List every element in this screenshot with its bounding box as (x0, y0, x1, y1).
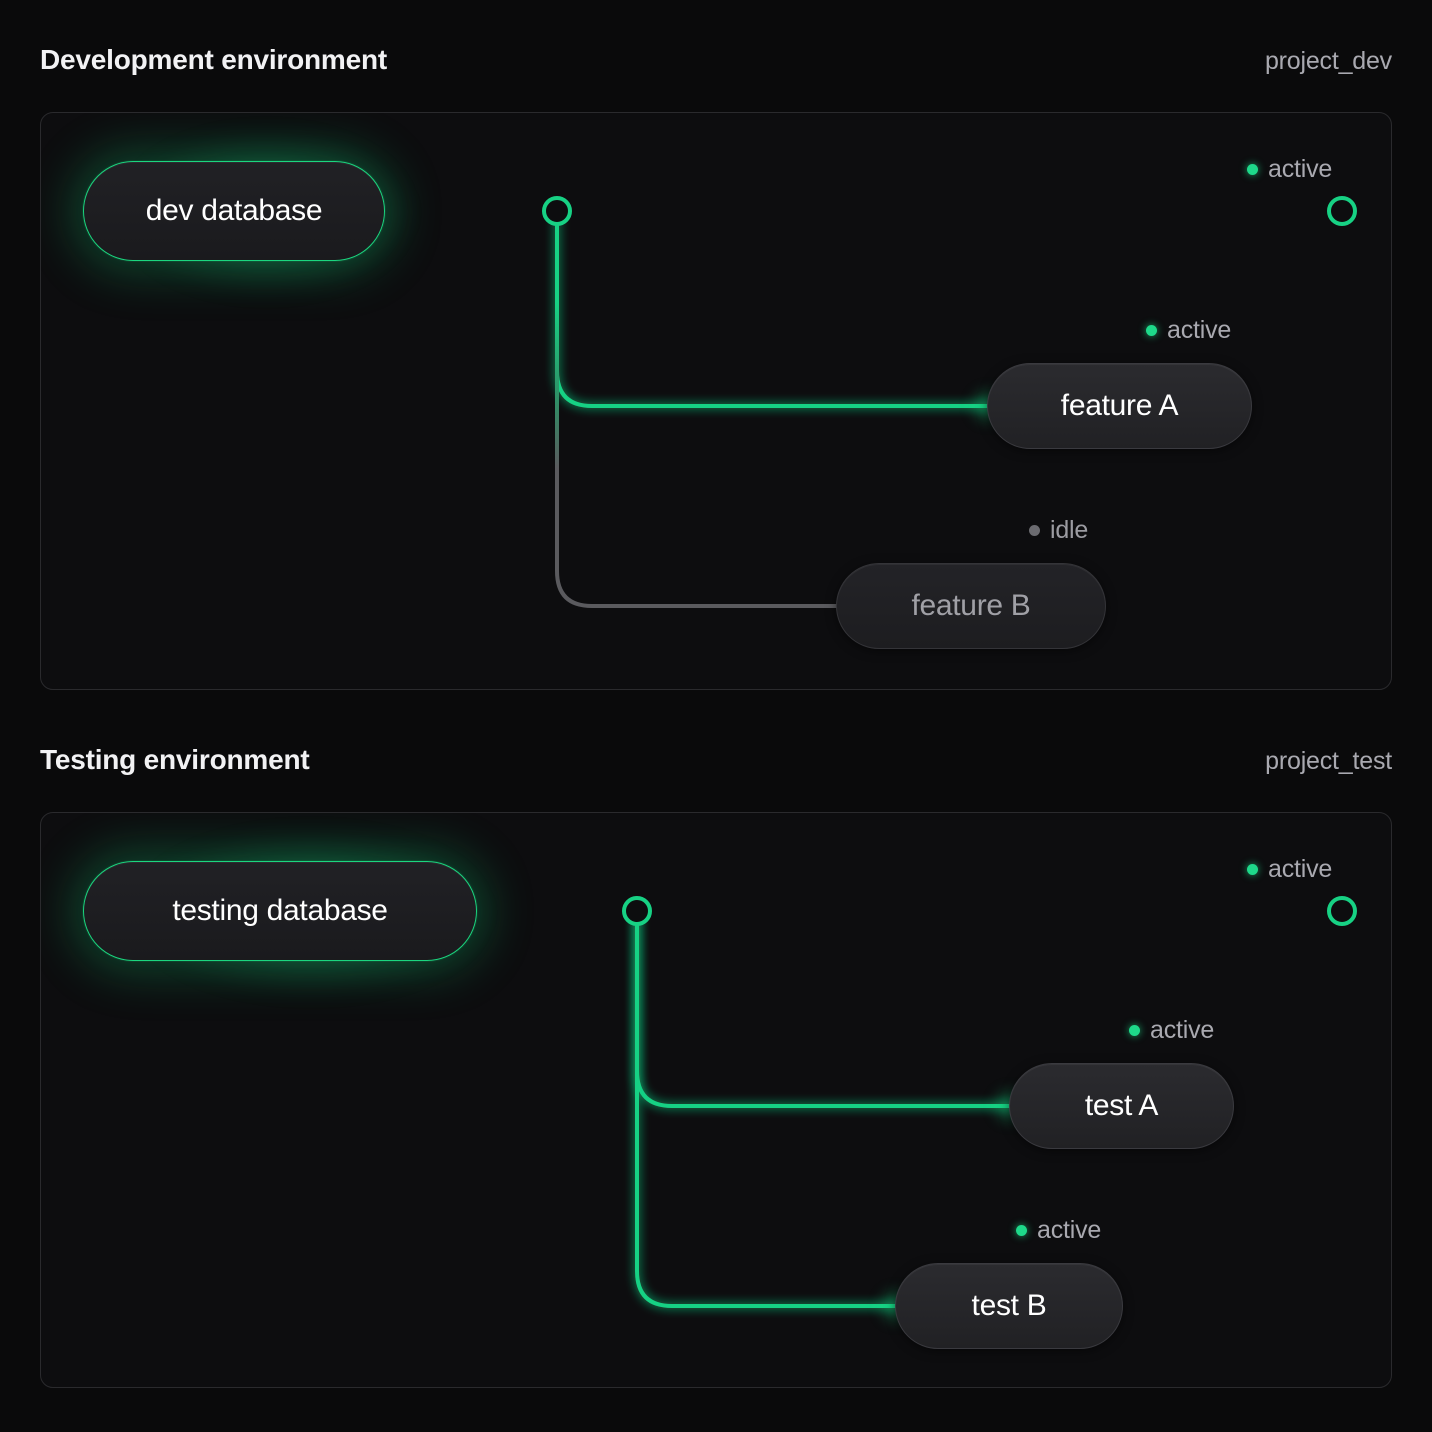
status-label: active (1167, 316, 1232, 344)
status-label: active (1150, 1016, 1215, 1044)
status-dot-active-icon (1247, 164, 1258, 175)
endpoint-node-development (1327, 196, 1357, 226)
project-name-label: project_test (1265, 747, 1392, 775)
page-title: Development environment (40, 44, 388, 75)
status-badge-test-a: active (1129, 1016, 1214, 1045)
status-badge-feature-a: active (1146, 316, 1231, 345)
status-dot-active-icon (1146, 325, 1157, 336)
status-dot-active-icon (1247, 864, 1258, 875)
status-badge-trunk-development: active (1247, 155, 1332, 184)
project-name-label: project_dev (1264, 47, 1392, 75)
panel-testing: testing database active test A active te… (40, 812, 1392, 1388)
node-label: testing database (172, 894, 388, 927)
wire-canvas-development (41, 113, 1391, 689)
status-badge-trunk-testing: active (1247, 855, 1332, 884)
status-dot-idle-icon (1029, 525, 1040, 536)
node-test-a[interactable]: test A (1009, 1063, 1234, 1149)
node-label: feature A (1060, 389, 1179, 422)
node-testing-database[interactable]: testing database (83, 861, 477, 961)
status-label: active (1268, 155, 1333, 183)
panel-development: dev database active feature A active fea… (40, 112, 1392, 690)
status-badge-feature-b: idle (1029, 516, 1088, 545)
status-label: active (1268, 855, 1333, 883)
wire-branch-feature-a (555, 209, 993, 408)
node-feature-b[interactable]: feature B (836, 563, 1106, 649)
node-label: dev database (145, 194, 323, 227)
wire-branch-feature-b (555, 209, 843, 608)
node-label: test A (1084, 1089, 1159, 1122)
wire-branch-test-a (635, 909, 1015, 1108)
status-label: idle (1050, 516, 1089, 544)
node-label: test B (971, 1289, 1047, 1322)
wire-branch-test-b (635, 909, 901, 1308)
section-header-development: Development environment project_dev (40, 44, 1392, 76)
status-dot-active-icon (1016, 1225, 1027, 1236)
node-feature-a[interactable]: feature A (987, 363, 1252, 449)
junction-node-testing (622, 896, 652, 926)
page-title: Testing environment (40, 744, 310, 775)
junction-node-development (542, 196, 572, 226)
status-label: active (1037, 1216, 1102, 1244)
node-dev-database[interactable]: dev database (83, 161, 385, 261)
endpoint-node-testing (1327, 896, 1357, 926)
node-label: feature B (911, 589, 1031, 622)
node-test-b[interactable]: test B (895, 1263, 1123, 1349)
wire-canvas-testing (41, 813, 1391, 1387)
section-header-testing: Testing environment project_test (40, 744, 1392, 776)
status-dot-active-icon (1129, 1025, 1140, 1036)
status-badge-test-b: active (1016, 1216, 1101, 1245)
